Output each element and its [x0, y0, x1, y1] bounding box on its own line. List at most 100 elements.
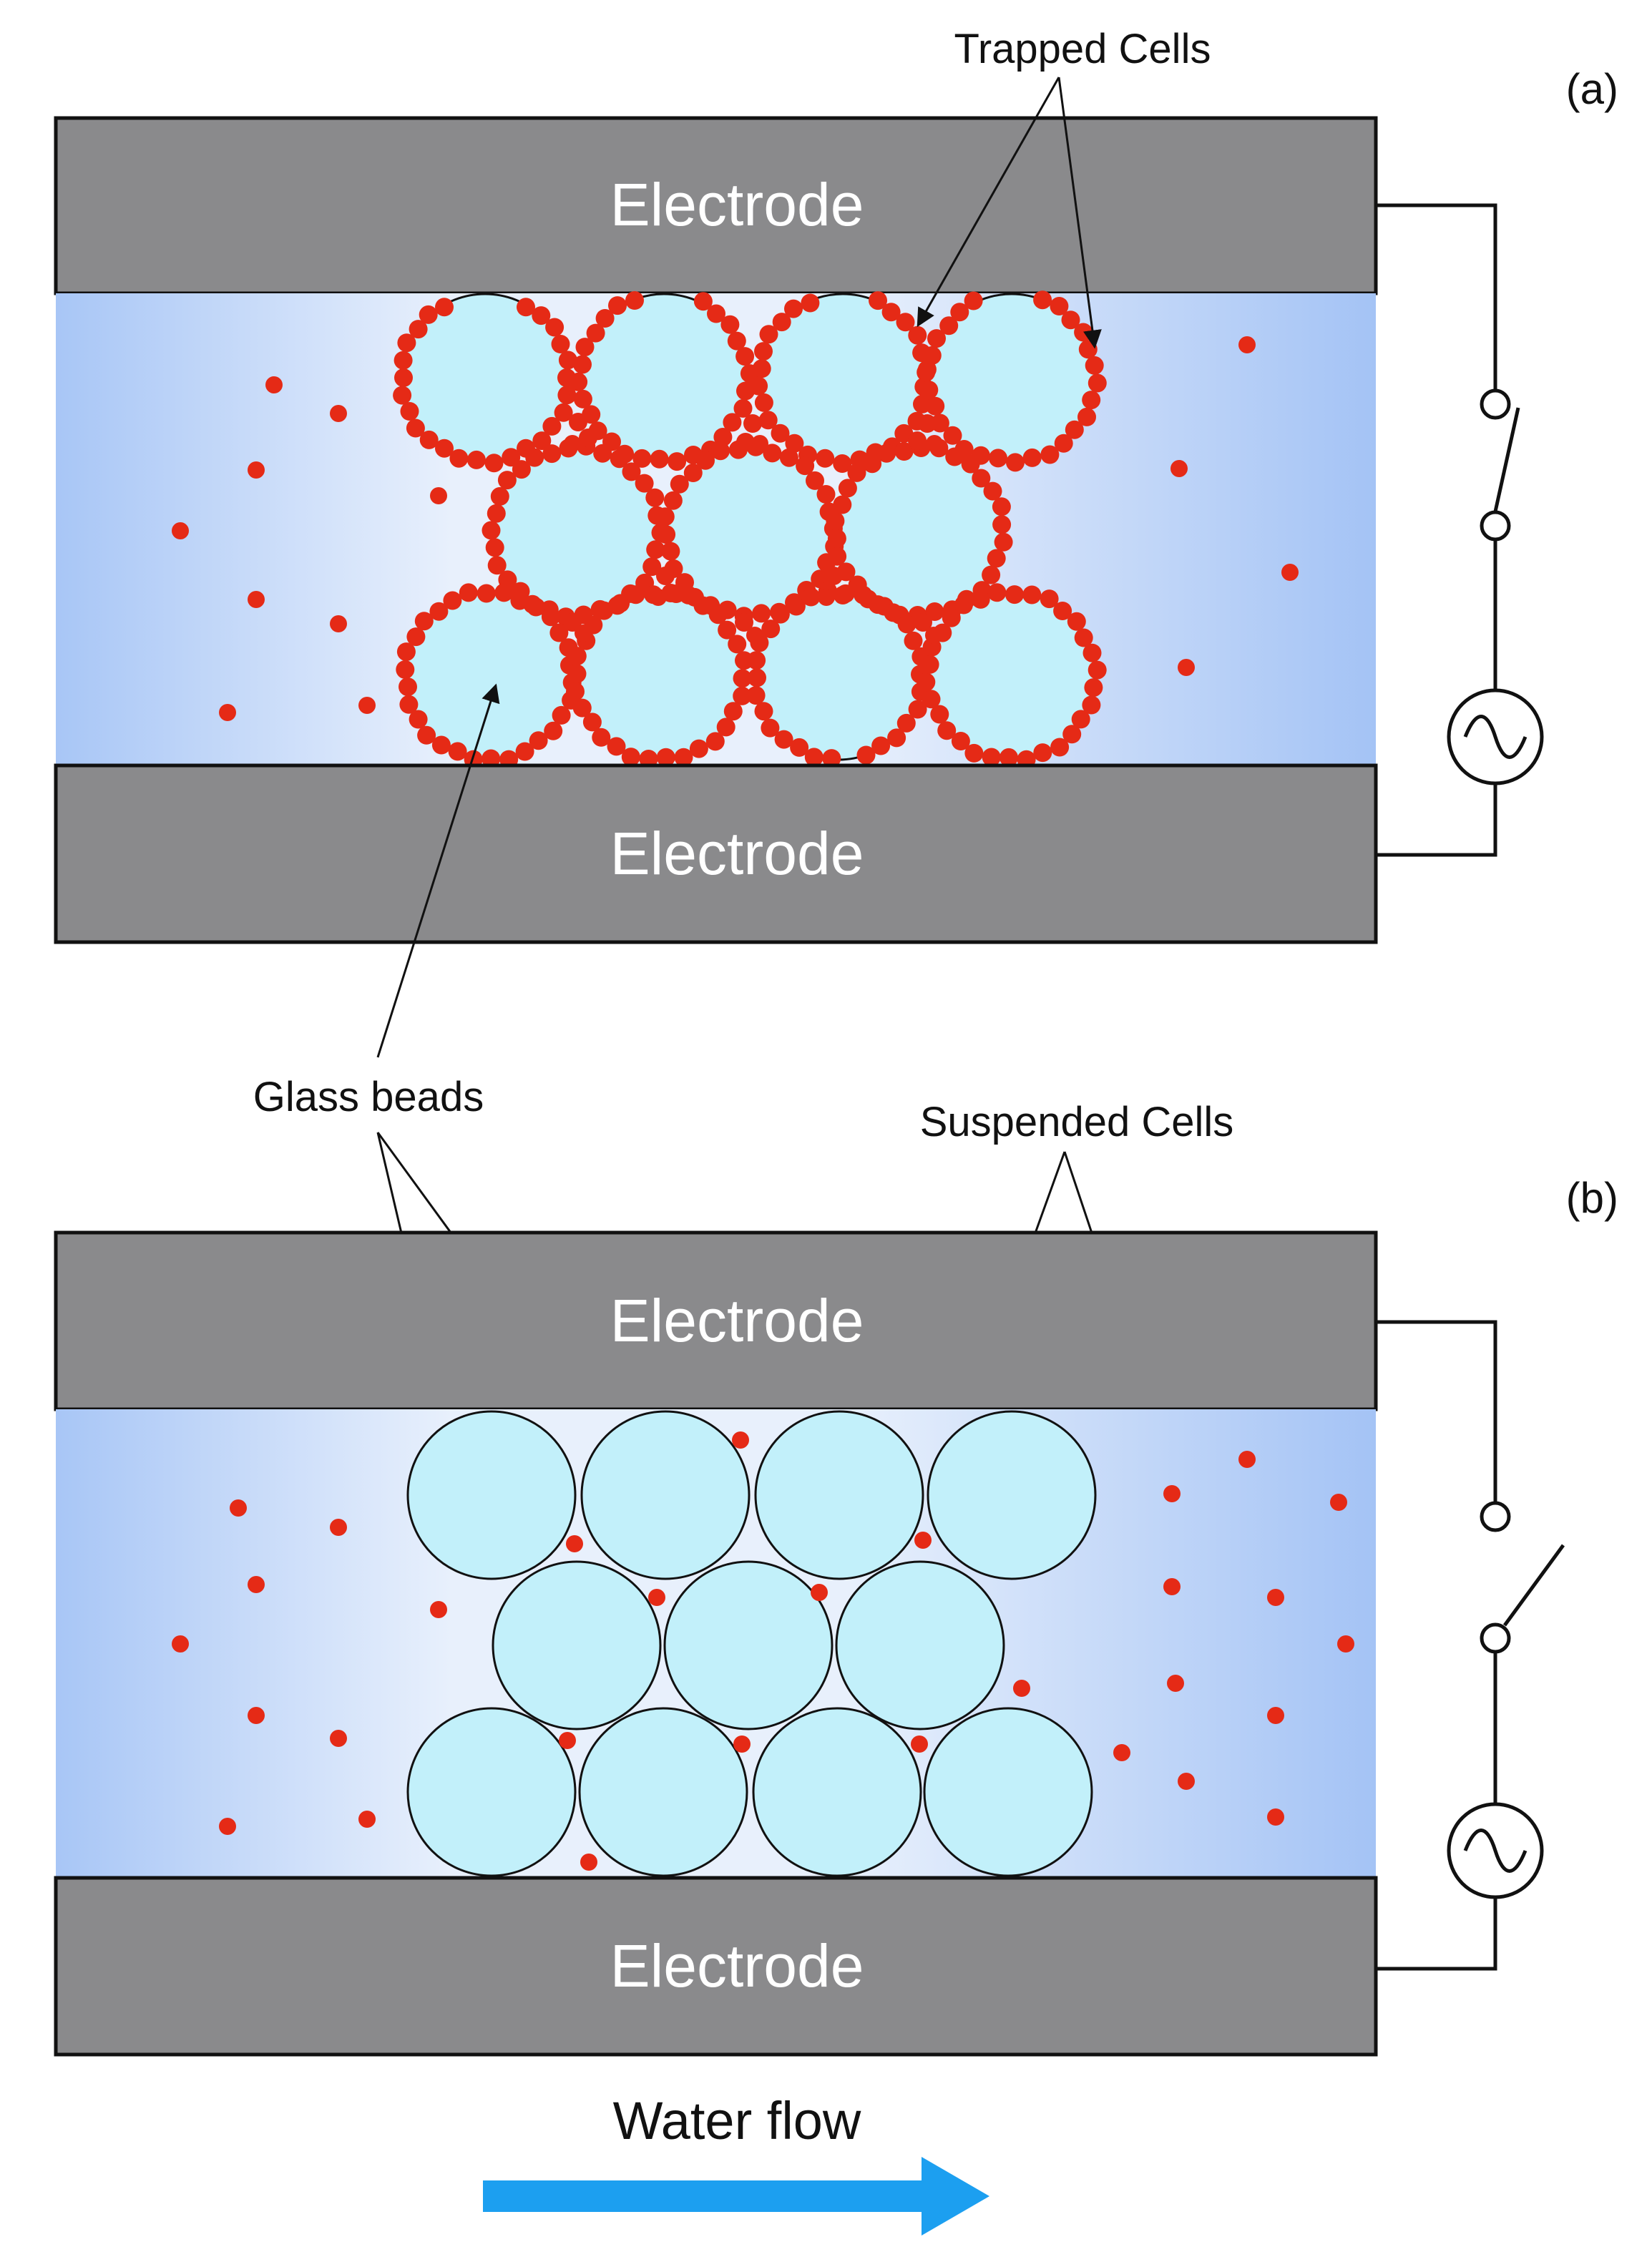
trapped-cell — [592, 728, 611, 747]
trapped-cell — [394, 351, 413, 370]
trapped-cell — [1088, 373, 1107, 393]
trapped-cell — [552, 705, 571, 725]
trapped-cell — [854, 585, 873, 604]
trapped-cell — [759, 325, 778, 344]
trapped-cell — [1074, 323, 1093, 342]
trapped-cell — [554, 403, 573, 422]
trapped-cell — [417, 725, 436, 745]
trapped-cell — [926, 396, 945, 416]
trapped-cell — [790, 738, 809, 757]
trapped-cell — [752, 604, 771, 623]
trapped-cell — [711, 441, 730, 461]
trapped-cell — [1082, 695, 1101, 715]
trapped-cell — [632, 449, 652, 468]
trapped-cell — [487, 556, 507, 575]
trapped-cell — [779, 448, 798, 467]
trapped-cell — [1033, 743, 1052, 763]
trapped-cell — [950, 303, 969, 322]
trapped-cell — [1062, 725, 1082, 744]
circuit-b — [1376, 1320, 1565, 1971]
trapped-cell — [1033, 290, 1052, 310]
trapped-cell — [884, 603, 903, 622]
trapped-cell — [919, 381, 939, 400]
trapped-cell — [761, 620, 781, 639]
trapped-cell — [646, 540, 665, 559]
trapped-cell — [406, 418, 425, 438]
glass-beads-b — [406, 1410, 1097, 1877]
trapped-cell — [527, 597, 546, 617]
trapped-cell — [1050, 738, 1070, 757]
trapped-cell — [927, 329, 946, 348]
trapped-cell — [593, 444, 612, 463]
trapped-cell — [908, 325, 927, 345]
water-flow: Water flow — [483, 2091, 989, 2236]
trapped-cell — [752, 359, 771, 378]
trapped-cell — [431, 735, 451, 755]
free-cells-a — [172, 336, 1299, 721]
trapped-cell — [399, 695, 419, 714]
electrode-bottom-b — [54, 1876, 1378, 2057]
trapped-cell — [575, 338, 595, 357]
trapped-cells-a — [393, 290, 1107, 769]
trapped-cell — [549, 623, 569, 642]
panel-a-label: (a) — [1566, 65, 1618, 113]
trapped-cell — [869, 291, 887, 310]
trapped-cell — [735, 347, 755, 366]
flow-arrow-shaft — [483, 2180, 927, 2212]
panel-a: (a) Electrode — [54, 26, 1618, 944]
trapped-cell — [400, 402, 419, 421]
trapped-cell — [1084, 678, 1103, 697]
trapped-cell — [922, 690, 941, 709]
trapped-cell — [748, 668, 766, 687]
trapped-cell — [670, 474, 689, 494]
electrode-top-a — [54, 116, 1378, 295]
trapped-cell — [868, 595, 887, 615]
trapped-cell — [449, 449, 469, 468]
trapped-cell — [716, 718, 735, 737]
trapped-cell — [542, 416, 562, 436]
trapped-cell — [529, 731, 548, 750]
trapped-cell — [689, 739, 708, 758]
trapped-cell — [406, 627, 426, 647]
trapped-cell — [954, 595, 973, 615]
electrode-label-bottom-a: Electrode — [610, 820, 864, 887]
trapped-cell — [877, 444, 896, 463]
trapped-cell — [626, 585, 645, 604]
trapped-cell — [816, 449, 835, 468]
trapped-cells-label: Trapped Cells — [954, 26, 1211, 72]
trapped-cell — [1065, 420, 1084, 439]
trapped-cell — [657, 525, 676, 544]
trapped-cell — [1067, 612, 1086, 631]
trapped-cell — [785, 434, 804, 453]
trapped-cell — [656, 748, 675, 767]
trapped-cell — [939, 316, 959, 336]
trapped-cells-pointers — [917, 77, 1102, 349]
trapped-cell — [409, 710, 428, 729]
trapped-cell — [761, 718, 780, 738]
trapped-cell — [490, 486, 509, 506]
trapped-cell — [635, 474, 654, 493]
trapped-cell — [625, 291, 644, 310]
trapped-cell — [397, 333, 416, 353]
trapped-cell — [945, 447, 964, 466]
trapped-cell — [642, 557, 662, 577]
trapped-cell — [942, 608, 961, 627]
trapped-cell — [772, 313, 791, 332]
switch-terminal-a-bottom — [1480, 510, 1511, 542]
trapped-cell — [517, 298, 535, 317]
trapped-cell — [920, 655, 939, 674]
trapped-cell — [971, 589, 990, 609]
suspended-cells-b — [172, 1431, 1354, 1871]
trapped-cell — [705, 732, 725, 751]
trapped-cell — [733, 398, 753, 418]
trapped-cell — [573, 355, 592, 374]
trapped-cell — [696, 451, 715, 470]
trapped-cell — [663, 491, 683, 510]
trapped-cell — [1022, 448, 1042, 467]
trapped-cell — [1082, 643, 1102, 662]
trapped-cell — [607, 737, 626, 756]
trapped-cell — [650, 449, 669, 469]
trapped-cell — [723, 702, 743, 721]
trapped-cell — [668, 452, 687, 471]
